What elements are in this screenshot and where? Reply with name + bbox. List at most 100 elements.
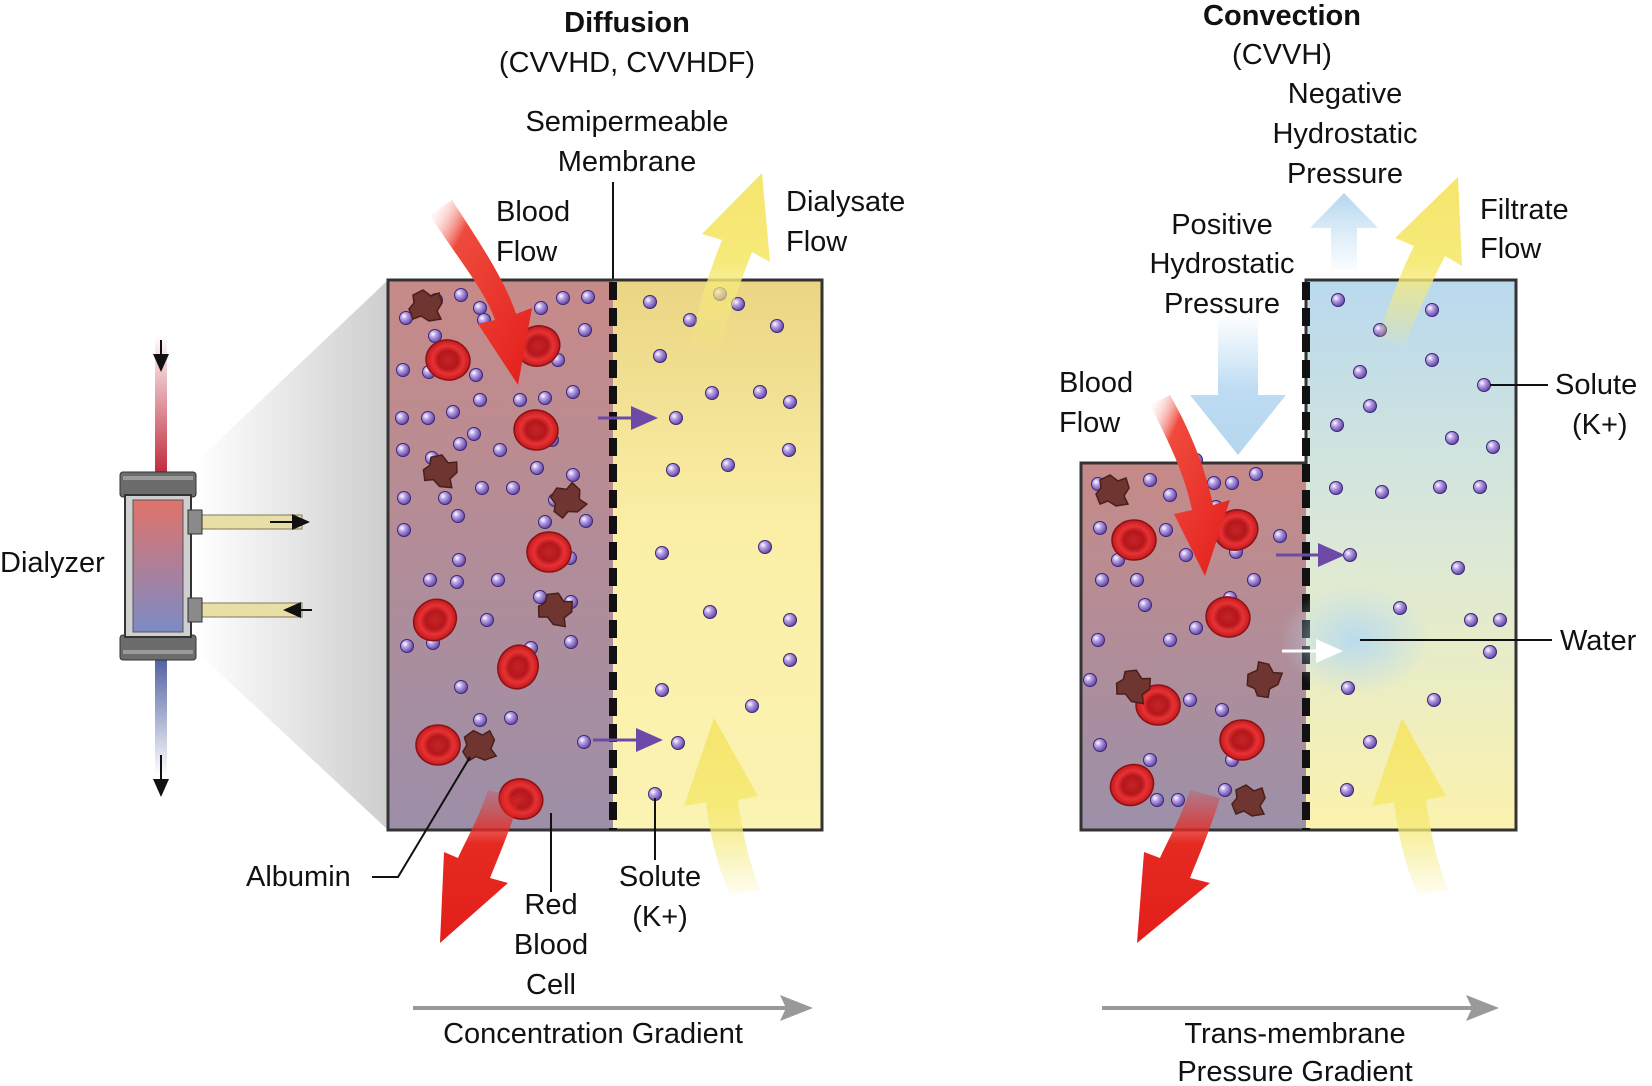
diffusion-panel: Diffusion (CVVHD, CVVHDF) Semipermeable … [246, 7, 905, 1050]
negative-pressure-arrow [1310, 193, 1378, 270]
solute-particle [1249, 467, 1263, 481]
dialyzer-cap-top [119, 471, 197, 498]
red-blood-cell [1219, 719, 1265, 761]
solute-label-line2: (K+) [632, 901, 688, 933]
solute-particle [1493, 613, 1507, 627]
pressure-gradient-label-line1: Trans-membrane [1184, 1018, 1405, 1050]
solute-particle [513, 393, 527, 407]
solute-particle [655, 683, 669, 697]
solute-particle [1477, 378, 1491, 392]
solute-particle [1464, 613, 1478, 627]
solute-particle [758, 540, 772, 554]
solute-particle [770, 319, 784, 333]
solute-particle [753, 385, 767, 399]
blood-flow-label-line2: Flow [1059, 407, 1121, 439]
convection-blood-out-arrow [1137, 790, 1220, 943]
solute-particle [1179, 548, 1193, 562]
dialyzer-cap-bottom [119, 634, 197, 661]
albumin-leader [372, 756, 471, 878]
positive-pressure-label-line3: Pressure [1164, 288, 1280, 320]
red-blood-cell [1205, 596, 1251, 638]
convection-title: Convection [1203, 0, 1361, 32]
solute-particle [1393, 601, 1407, 615]
solute-particle [703, 605, 717, 619]
solute-particle [566, 468, 580, 482]
blood-flow-label-line2: Flow [496, 236, 558, 268]
solute-particle [1427, 693, 1441, 707]
convection-inflow-arrow [1372, 718, 1448, 895]
solute-particle [454, 288, 468, 302]
solute-particle [428, 329, 442, 343]
solute-particle [1375, 485, 1389, 499]
solute-particle [1171, 793, 1185, 807]
solute-particle [1473, 480, 1487, 494]
solute-particle [577, 735, 591, 749]
dialyzer-label: Dialyzer [0, 547, 105, 579]
solute-particle [1363, 735, 1377, 749]
solute-particle [655, 546, 669, 560]
solute-particle [423, 573, 437, 587]
solute-particle [506, 481, 520, 495]
blood-flow-in-arrow [430, 200, 532, 385]
albumin-molecule [422, 454, 458, 489]
albumin-molecule [537, 592, 574, 628]
solute-particle [469, 368, 483, 382]
albumin-molecule [1246, 660, 1284, 699]
solute-particle [1340, 783, 1354, 797]
solute-particle [669, 411, 683, 425]
albumin-molecule [408, 289, 443, 322]
red-blood-cell [513, 409, 559, 451]
albumin-molecule [462, 729, 498, 762]
red-blood-cell [497, 644, 539, 690]
solute-particle [745, 699, 759, 713]
solute-particle [1093, 521, 1107, 535]
positive-pressure-label-line1: Positive [1171, 209, 1273, 241]
convection-subtitle: (CVVH) [1232, 39, 1332, 71]
dialyzer: Dialyzer [0, 280, 388, 830]
solute-particle [1091, 633, 1105, 647]
pressure-gradient-label-line2: Pressure Gradient [1177, 1056, 1412, 1086]
solute-particle [721, 458, 735, 472]
solute-particle [1445, 431, 1459, 445]
membrane-label-line1: Semipermeable [525, 106, 728, 138]
filtrate-flow-label-line1: Filtrate [1480, 194, 1569, 226]
solute-particle [1433, 480, 1447, 494]
solute-particle [1189, 621, 1203, 635]
blood-flow-label-line1: Blood [496, 196, 570, 228]
solute-particle [451, 509, 465, 523]
membrane-label-line2: Membrane [558, 146, 697, 178]
solute-particle [1163, 488, 1177, 502]
solute-particle [1218, 783, 1232, 797]
solute-particle [566, 385, 580, 399]
solute-particle [397, 491, 411, 505]
solute-particle [1273, 529, 1287, 543]
solute-particle [452, 553, 466, 567]
red-blood-cell [425, 339, 471, 381]
solute-particle [1363, 399, 1377, 413]
rbc-label-line3: Cell [526, 969, 576, 1001]
solute-particle [1183, 693, 1197, 707]
solute-particle [1247, 573, 1261, 587]
red-blood-cell [526, 531, 572, 573]
solute-particle [1163, 633, 1177, 647]
solute-particle [1343, 548, 1357, 562]
solute-particle [453, 437, 467, 451]
solute-label-line1: Solute [619, 861, 701, 893]
albumin-molecule [1095, 474, 1130, 507]
water-glow [1280, 585, 1430, 695]
red-blood-cell [1109, 763, 1155, 807]
solute-particle [534, 301, 548, 315]
solute-particle [395, 411, 409, 425]
solute-particle [782, 443, 796, 457]
albumin-molecule [1115, 669, 1152, 705]
solute-particle [1143, 753, 1157, 767]
negative-pressure-label-line2: Hydrostatic [1272, 118, 1417, 150]
solute-particle [473, 393, 487, 407]
water-label: Water [1560, 625, 1637, 657]
negative-pressure-label-line3: Pressure [1287, 158, 1403, 190]
solute-particle [683, 313, 697, 327]
solute-particle [467, 427, 481, 441]
solute-particle [446, 405, 460, 419]
solute-particle [1143, 473, 1157, 487]
